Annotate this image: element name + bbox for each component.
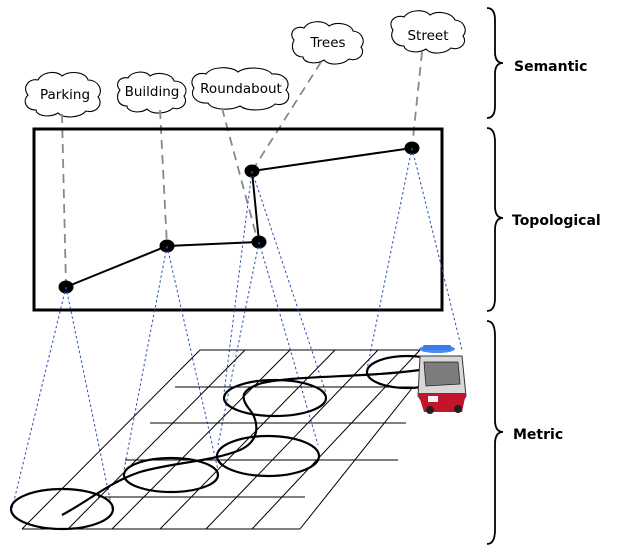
link-building [159,109,168,247]
local-map-regions [9,354,449,531]
concept-label-street: Street [407,28,448,44]
cloud-street: Street [390,10,466,54]
layer-braces [486,7,504,545]
projection-lines [11,147,463,510]
local-map-parking [9,487,115,531]
topological-frame [32,127,444,312]
concept-label-parking: Parking [40,87,90,103]
cloud-roundabout: Roundabout [191,67,290,111]
link-parking [61,113,67,288]
layer-label-metric: Metric [513,427,563,443]
projection-street-right [411,147,463,351]
vehicle-trajectory [61,368,421,516]
local-map-building [122,456,220,494]
metric-grid [21,349,421,530]
local-map-trees [222,378,328,418]
topological-layer [32,127,444,312]
local-map-roundabout [215,434,321,478]
concept-label-trees: Trees [309,35,345,51]
cloud-trees: Trees [291,21,364,65]
layer-label-topological: Topological [512,213,601,229]
concept-label-roundabout: Roundabout [200,81,282,97]
cloud-building: Building [117,71,187,114]
projection-street-left [366,147,413,370]
projection-trees-left [223,170,253,394]
brace-semantic [486,7,504,119]
metric-layer [9,345,467,531]
semantic-layer: Parking Building Roundabout Trees Street [24,10,466,118]
brace-metric [486,320,504,545]
link-street [411,51,423,149]
brace-topological [486,127,504,312]
projection-parking-left [11,286,67,510]
layer-label-semantic: Semantic [514,59,587,75]
vehicle-icon [417,345,467,414]
projection-trees-right [251,170,327,394]
projection-building-left [123,245,168,471]
projection-parking-right [65,286,113,510]
projection-building-right [166,245,219,471]
concept-label-building: Building [125,84,180,100]
cloud-parking: Parking [24,71,101,118]
link-trees [251,61,322,172]
